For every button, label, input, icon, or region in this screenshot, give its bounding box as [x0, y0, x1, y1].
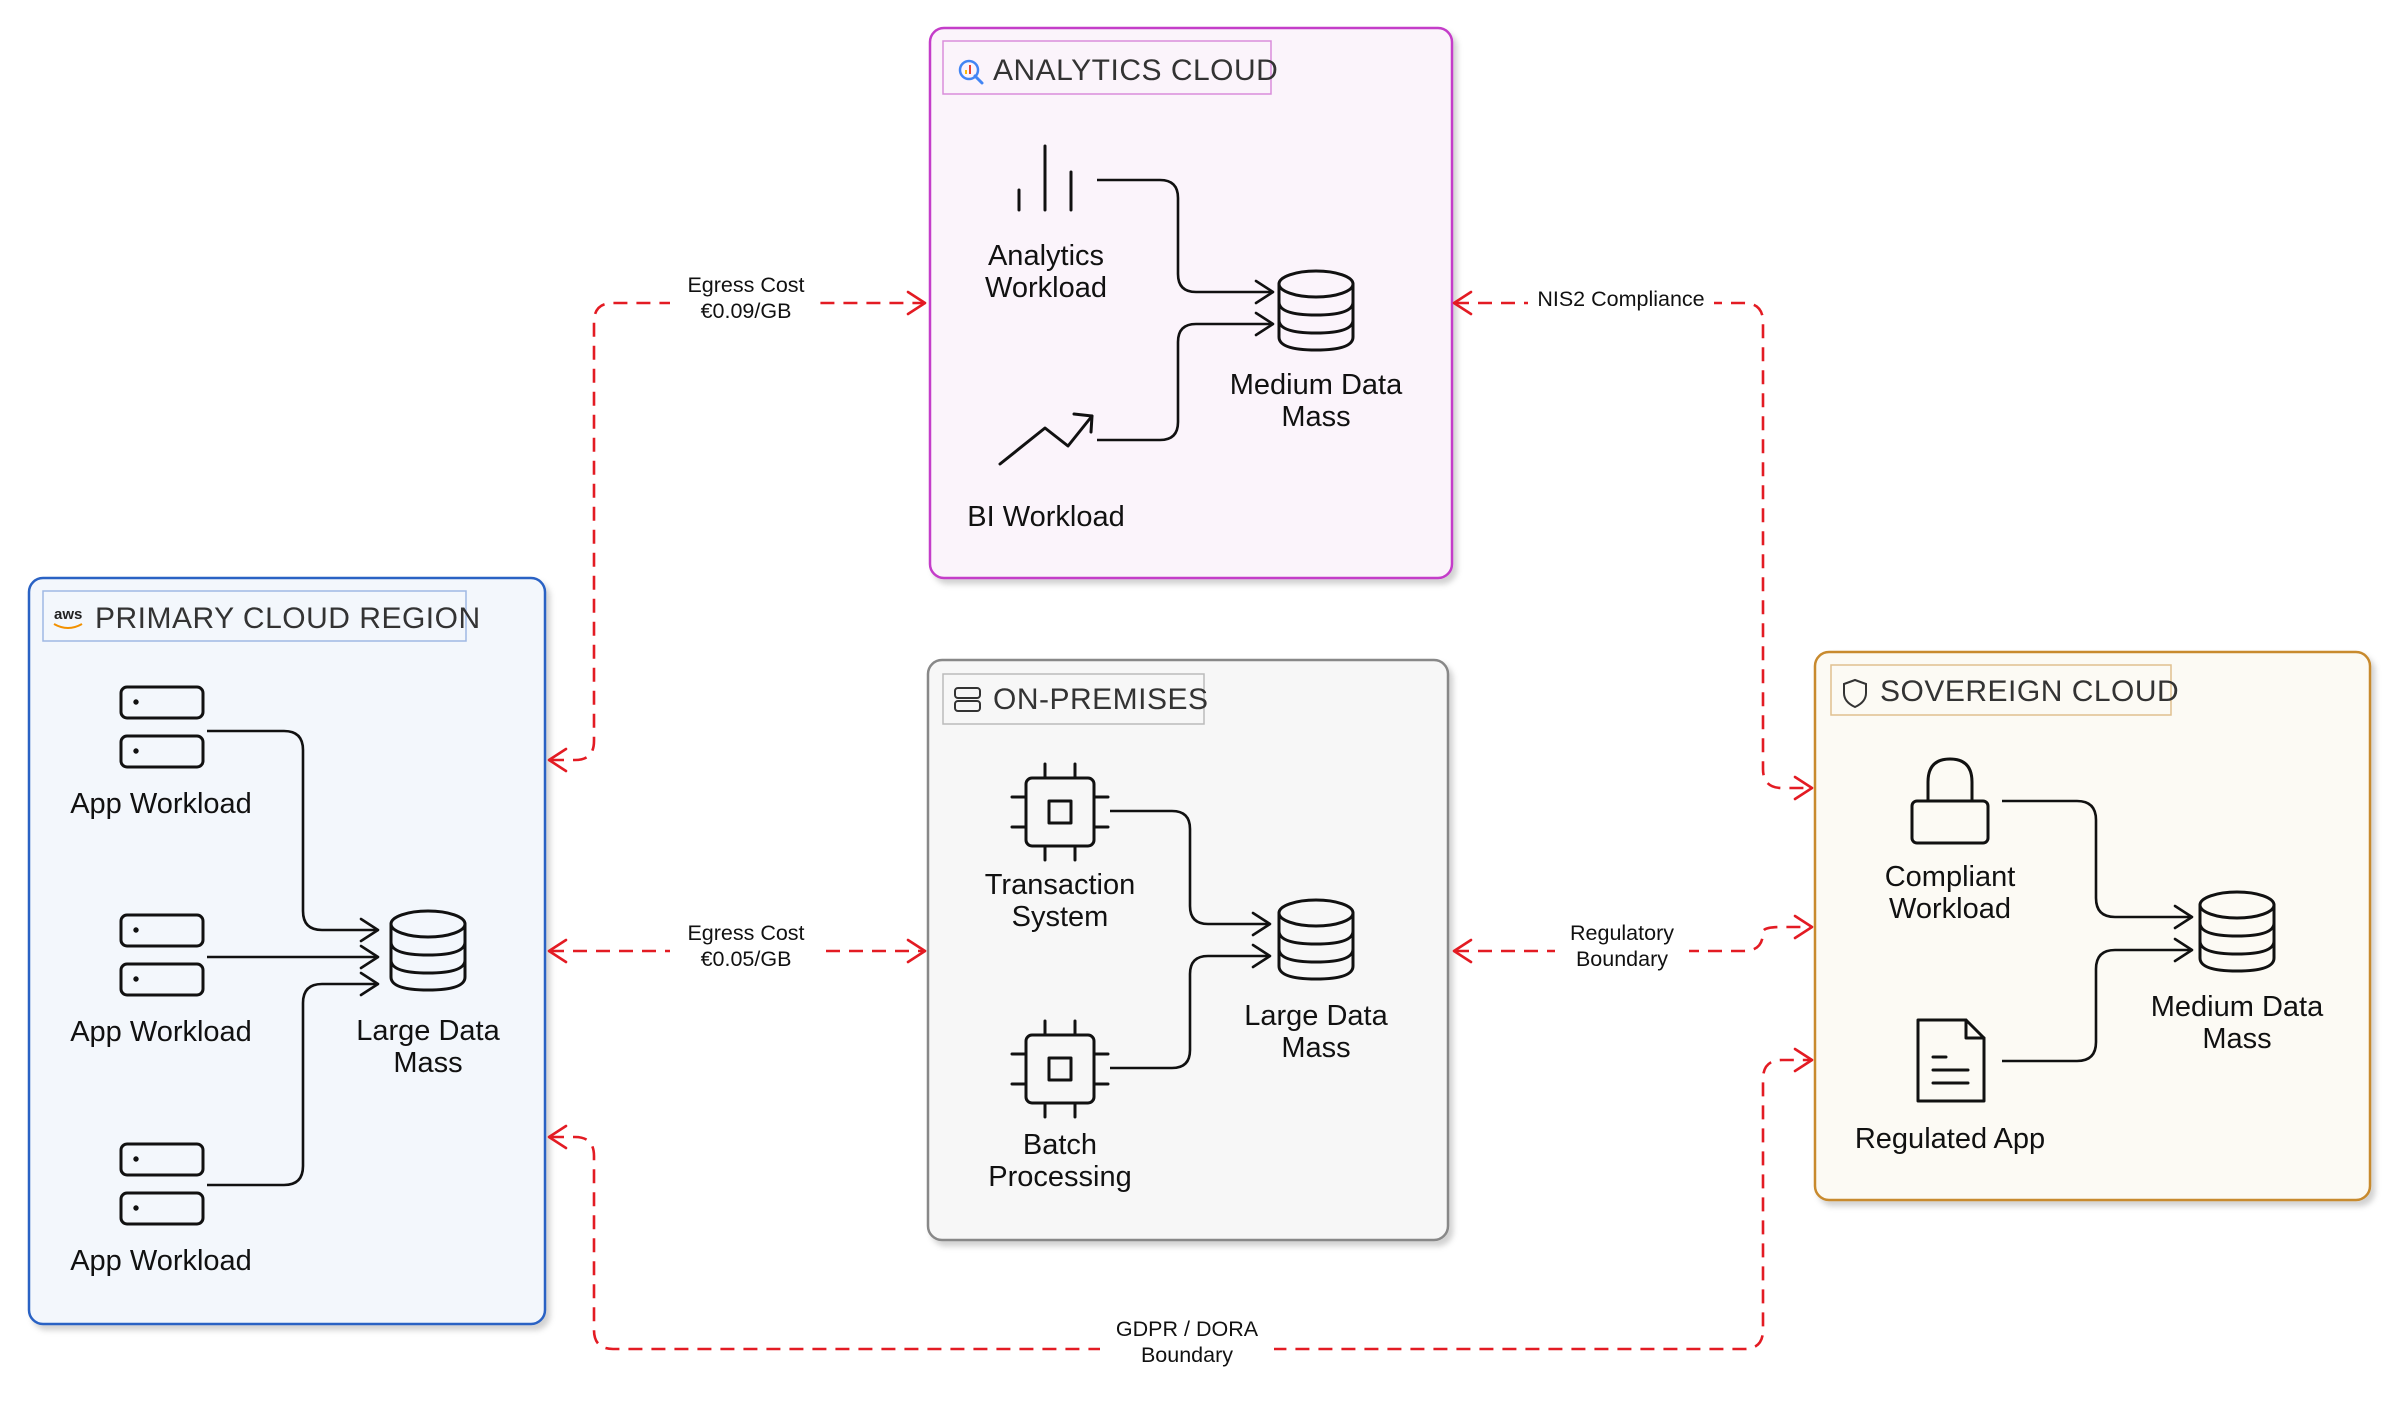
server-stack-icon — [119, 1142, 205, 1226]
svg-text:Regulatory: Regulatory — [1570, 921, 1674, 945]
aws-icon: aws — [53, 606, 83, 629]
svg-text:€0.05/GB: €0.05/GB — [701, 947, 792, 971]
svg-text:Mass: Mass — [2202, 1023, 2271, 1055]
cluster-title: PRIMARY CLOUD REGION — [95, 602, 481, 635]
svg-text:Transaction: Transaction — [985, 869, 1135, 901]
server-stack-icon — [119, 685, 205, 769]
svg-text:Compliant: Compliant — [1885, 861, 2016, 893]
shield-icon — [1843, 678, 1867, 709]
svg-text:NIS2 Compliance: NIS2 Compliance — [1537, 287, 1704, 311]
svg-text:Analytics: Analytics — [988, 240, 1104, 272]
svg-text:GDPR / DORA: GDPR / DORA — [1116, 1317, 1259, 1341]
cluster-title: ON-PREMISES — [993, 683, 1209, 716]
node-analytics-workload[interactable]: Analytics Workload — [985, 144, 1107, 304]
database-icon — [2198, 890, 2276, 973]
lock-icon — [1910, 757, 1990, 845]
cluster-on-premises: ON-PREMISES — [926, 658, 1450, 1242]
analytics-search-icon — [958, 59, 984, 85]
server-icon — [954, 687, 981, 712]
edge-label-regulatory: Regulatory Boundary — [1555, 916, 1689, 972]
server-stack-icon — [119, 913, 205, 997]
edge-label-egress-analytics: Egress Cost €0.09/GB — [670, 268, 820, 324]
svg-text:Egress Cost: Egress Cost — [687, 273, 804, 297]
cluster-sovereign-cloud: SOVEREIGN CLOUD — [1813, 650, 2372, 1202]
node-primary-data-mass[interactable]: Large Data Mass — [356, 909, 501, 1079]
svg-text:System: System — [1012, 901, 1109, 933]
node-analytics-data-mass[interactable]: Medium Data Mass — [1230, 269, 1403, 433]
svg-text:Mass: Mass — [393, 1047, 462, 1079]
svg-text:App Workload: App Workload — [70, 1016, 252, 1048]
cluster-primary-cloud-region: aws PRIMARY CLOUD REGION — [27, 576, 547, 1326]
svg-text:Mass: Mass — [1281, 1032, 1350, 1064]
svg-text:Workload: Workload — [985, 272, 1107, 304]
bar-chart-icon — [1017, 144, 1073, 212]
cluster-title: ANALYTICS CLOUD — [993, 54, 1278, 87]
database-icon — [1277, 898, 1355, 981]
cpu-chip-icon — [1010, 762, 1110, 862]
node-onprem-data-mass[interactable]: Large Data Mass — [1244, 898, 1389, 1064]
svg-text:Large Data: Large Data — [1244, 1000, 1388, 1032]
node-regulated-app[interactable]: Regulated App — [1855, 1018, 2045, 1155]
cluster-title: SOVEREIGN CLOUD — [1880, 675, 2179, 708]
svg-text:€0.09/GB: €0.09/GB — [701, 299, 792, 323]
edge-label-nis2: NIS2 Compliance — [1528, 284, 1714, 314]
node-app-workload-2[interactable]: App Workload — [70, 913, 252, 1048]
svg-text:Medium Data: Medium Data — [2151, 991, 2324, 1023]
intra-cluster-edges — [207, 178, 2194, 1187]
cpu-chip-icon — [1010, 1019, 1110, 1119]
database-icon — [389, 909, 467, 992]
node-transaction-system[interactable]: Transaction System — [985, 762, 1135, 933]
edge-label-gdpr: GDPR / DORA Boundary — [1100, 1312, 1274, 1368]
svg-text:Regulated App: Regulated App — [1855, 1123, 2045, 1155]
svg-text:Mass: Mass — [1281, 401, 1350, 433]
node-batch-processing[interactable]: Batch Processing — [988, 1019, 1132, 1193]
svg-text:App Workload: App Workload — [70, 1245, 252, 1277]
node-sovereign-data-mass[interactable]: Medium Data Mass — [2151, 890, 2324, 1055]
edge-label-egress-onprem: Egress Cost €0.05/GB — [670, 916, 820, 972]
svg-text:Boundary: Boundary — [1141, 1343, 1233, 1367]
node-app-workload-1[interactable]: App Workload — [70, 685, 252, 820]
svg-text:BI Workload: BI Workload — [967, 501, 1124, 533]
svg-text:Workload: Workload — [1889, 893, 2011, 925]
svg-text:Medium Data: Medium Data — [1230, 369, 1403, 401]
svg-text:aws: aws — [54, 606, 82, 623]
svg-text:Boundary: Boundary — [1576, 947, 1668, 971]
node-app-workload-3[interactable]: App Workload — [70, 1142, 252, 1277]
svg-text:App Workload: App Workload — [70, 788, 252, 820]
svg-text:Processing: Processing — [988, 1161, 1131, 1193]
node-compliant-workload[interactable]: Compliant Workload — [1885, 757, 2016, 925]
trend-line-icon — [998, 412, 1094, 466]
svg-text:Batch: Batch — [1023, 1129, 1097, 1161]
database-icon — [1277, 269, 1355, 352]
node-bi-workload[interactable]: BI Workload — [967, 412, 1125, 533]
svg-text:Egress Cost: Egress Cost — [687, 921, 804, 945]
document-icon — [1916, 1018, 1986, 1103]
svg-text:Large Data: Large Data — [356, 1015, 500, 1047]
